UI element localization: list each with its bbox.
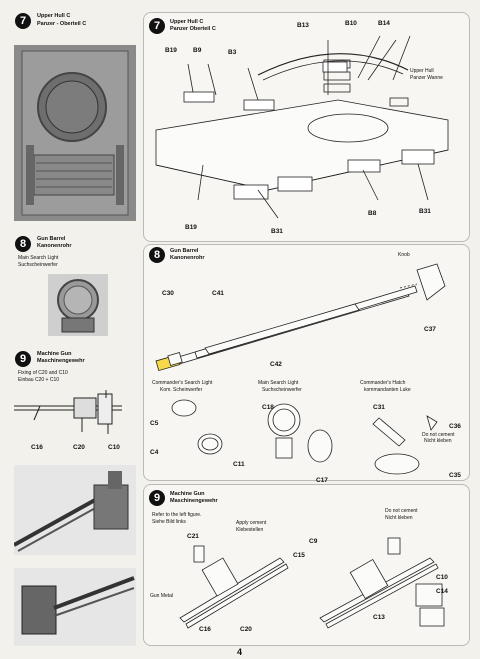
left-step-9-badge: 9 <box>15 351 31 367</box>
left-step-9-sub-en: Fixing of C20 and C10 <box>18 370 68 376</box>
left-step-8-title-de: Kanonenrohr <box>37 243 72 249</box>
step9-no-cement-en: Do not cement <box>385 508 418 514</box>
main-light-drawing <box>267 403 333 463</box>
right-step-9-title-en: Machine Gun <box>170 491 205 497</box>
part-b9: B9 <box>193 47 202 54</box>
right-step-8-title-en: Gun Barrel <box>170 248 199 254</box>
hatch-en: Commander's Hatch <box>360 380 406 386</box>
part-c5: C5 <box>150 420 159 427</box>
part-c16-right: C16 <box>199 626 211 633</box>
searchlight-photo <box>48 274 108 336</box>
main-light-en: Main Search Light <box>258 380 299 386</box>
part-c9: C9 <box>309 538 318 545</box>
left-step-9-sub-de: Einbau C20 + C10 <box>18 377 60 383</box>
upper-hull-diagram <box>155 35 449 219</box>
left-step-8-badge: 8 <box>15 236 31 252</box>
left-part-c10: C10 <box>108 444 120 451</box>
page-number: 4 <box>237 647 243 657</box>
part-b13: B13 <box>297 22 309 29</box>
upper-hull-photo <box>14 45 136 221</box>
upper-hull-note-en: Upper Hull <box>410 68 434 74</box>
refer-note-de: Siehe Bild links <box>152 519 186 525</box>
part-c30: C30 <box>162 290 174 297</box>
gun-barrel-diagram <box>155 263 446 372</box>
left-step-8-sub-en: Main Search Light <box>18 255 59 261</box>
right-step-9-title-de: Maschinengewehr <box>170 498 218 504</box>
part-c13: C13 <box>373 614 385 621</box>
right-step-7-title-en: Upper Hull C <box>170 19 204 25</box>
left-part-c20: C20 <box>73 444 85 451</box>
right-step-7-badge: 7 <box>149 18 165 34</box>
step-7-title-en: Upper Hull C <box>37 13 71 19</box>
right-step-8-title-de: Kanonenrohr <box>170 255 205 261</box>
upper-hull-note-de: Panzer Wanne <box>410 75 443 81</box>
part-c20-right: C20 <box>240 626 252 633</box>
part-c42: C42 <box>270 361 282 368</box>
part-c17: C17 <box>316 477 328 484</box>
knob-label: Knob <box>398 252 410 258</box>
step-7-badge: 7 <box>15 13 31 29</box>
hatch-drawing <box>372 415 438 475</box>
part-b3: B3 <box>228 49 237 56</box>
part-c31: C31 <box>373 404 385 411</box>
part-c18: C18 <box>262 404 274 411</box>
part-c36: C36 <box>449 423 461 430</box>
left-step-9-title-en: Machine Gun <box>37 351 72 357</box>
part-b19-bottom: B19 <box>185 224 197 231</box>
right-step-8-badge: 8 <box>149 247 165 263</box>
mg-photo-1 <box>14 465 136 555</box>
part-b10: B10 <box>345 20 357 27</box>
panel-step-8 <box>143 244 470 481</box>
commander-light-en: Commander's Search Light <box>152 380 213 386</box>
left-part-c16: C16 <box>31 444 43 451</box>
part-b31-left: B31 <box>271 228 283 235</box>
right-step-9-badge: 9 <box>149 490 165 506</box>
step-7-title-de: Panzer - Oberteil C <box>37 21 87 27</box>
step8-no-cement-en: Do not cement <box>422 432 455 438</box>
left-step-8-sub-de: Suchscheinwerfer <box>18 262 58 268</box>
part-c41: C41 <box>212 290 224 297</box>
step8-no-cement-de: Nicht kleben <box>424 438 452 444</box>
commander-light-de: Kom. Scheinwerfer <box>160 387 203 393</box>
part-b19-top: B19 <box>165 47 177 54</box>
right-step-7-title-de: Panzer Oberteil C <box>170 26 216 32</box>
part-c15: C15 <box>293 552 305 559</box>
part-c4: C4 <box>150 449 159 456</box>
part-b14: B14 <box>378 20 390 27</box>
left-mg-drawing <box>14 390 122 434</box>
step9-no-cement-de: Nicht kleben <box>385 515 413 521</box>
part-b8: B8 <box>368 210 377 217</box>
mg-photo-2 <box>14 568 136 646</box>
part-c21: C21 <box>187 533 199 540</box>
mg-assembly-diagram <box>179 537 445 629</box>
left-step-8-title-en: Gun Barrel <box>37 236 66 242</box>
part-c14: C14 <box>436 588 448 595</box>
hatch-de: kommandanten Luke <box>364 387 411 393</box>
part-c11: C11 <box>233 461 245 468</box>
apply-cement-de: Klebestellen <box>236 527 264 533</box>
apply-cement-en: Apply cement <box>236 520 267 526</box>
commander-light-drawing <box>171 399 223 455</box>
left-step-9-title-de: Maschinengewehr <box>37 358 85 364</box>
part-b31-right: B31 <box>419 208 431 215</box>
gun-metal-label: Gun Metal <box>150 593 174 599</box>
main-light-de: Suchscheinwerfer <box>262 387 302 393</box>
part-c10-right: C10 <box>436 574 448 581</box>
part-c35: C35 <box>449 472 461 479</box>
part-c37: C37 <box>424 326 436 333</box>
refer-note-en: Refer to the left figure. <box>152 512 202 518</box>
